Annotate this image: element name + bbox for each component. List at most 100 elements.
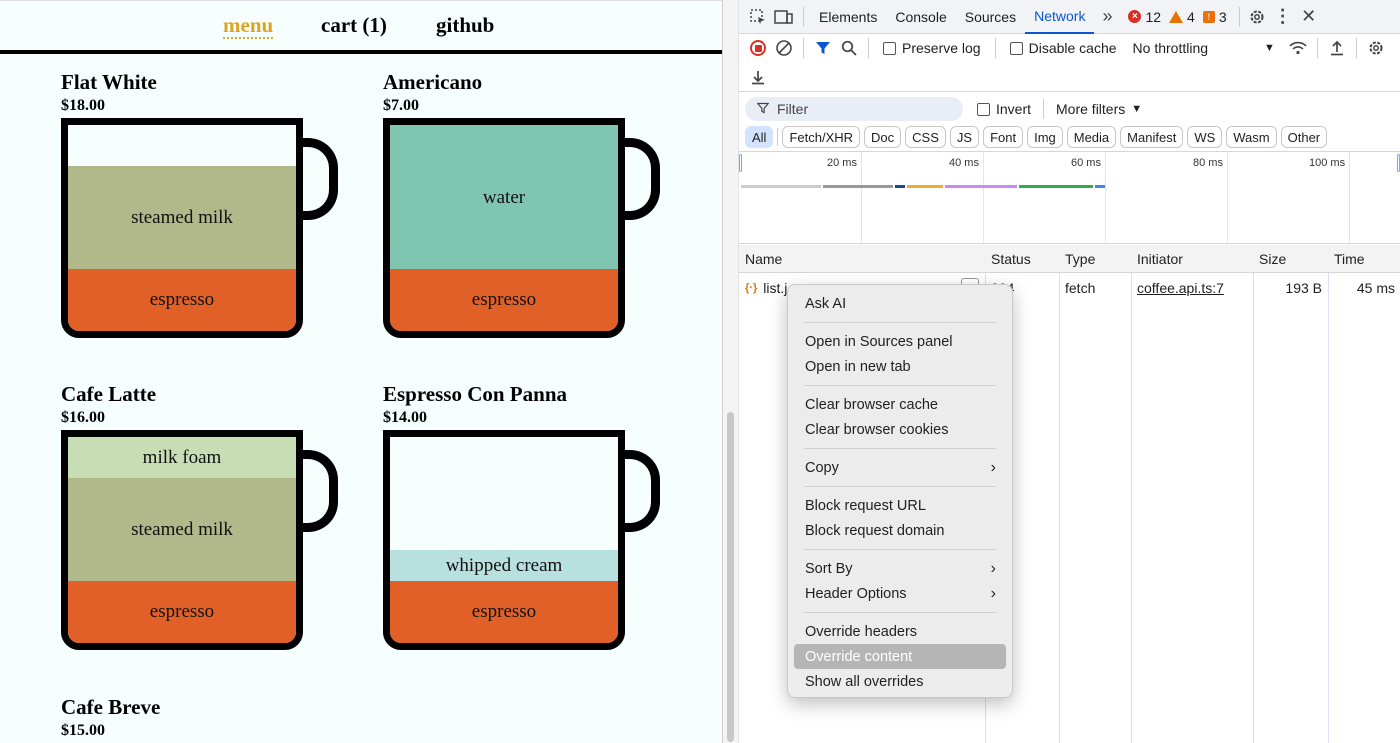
coffee-cup: steamed milk espresso — [61, 118, 303, 338]
menu-item-label: Show all overrides — [805, 673, 924, 690]
device-toolbar-icon[interactable] — [771, 5, 797, 29]
request-initiator-link[interactable]: coffee.api.ts:7 — [1137, 279, 1224, 296]
menu-item-label: Open in new tab — [805, 358, 911, 375]
error-counter[interactable]: ×12 — [1128, 9, 1161, 25]
type-filter-manifest[interactable]: Manifest — [1120, 126, 1184, 148]
more-tabs-icon[interactable]: » — [1102, 6, 1113, 26]
coffee-name: Espresso Con Panna — [383, 382, 567, 406]
disable-cache-checkbox[interactable]: Disable cache — [1009, 40, 1117, 56]
type-filter-wasm[interactable]: Wasm — [1226, 126, 1277, 148]
coffee-price: $14.00 — [383, 409, 427, 426]
page-scrollbar[interactable] — [723, 0, 739, 743]
invert-label: Invert — [996, 101, 1032, 117]
col-name-header[interactable]: Name — [745, 250, 783, 267]
stop-recording-icon[interactable] — [745, 36, 771, 60]
coffee-card[interactable]: Americano $7.00 water espresso — [383, 70, 683, 338]
espresso-layer: espresso — [68, 581, 296, 643]
menu-item-label: Open in Sources panel — [805, 333, 953, 350]
menu-item-override-headers[interactable]: Override headers — [794, 619, 1006, 644]
more-options-icon[interactable]: ⋮ — [1273, 6, 1292, 26]
issue-counter[interactable]: !3 — [1202, 9, 1227, 25]
coffee-name: Cafe Breve — [61, 695, 161, 719]
timeline-overview[interactable]: 20 ms 40 ms 60 ms 80 ms 100 ms — [739, 151, 1400, 244]
clear-log-icon[interactable] — [771, 36, 797, 60]
coffee-card[interactable]: Cafe Breve $15.00 — [61, 695, 361, 740]
nav-menu-link[interactable]: menu — [223, 13, 274, 37]
type-filter-fetch[interactable]: Fetch/XHR — [782, 126, 861, 148]
type-filter-js[interactable]: JS — [949, 126, 980, 148]
nav-github-link[interactable]: github — [436, 13, 495, 37]
timeline-bar — [741, 185, 821, 188]
type-filter-font[interactable]: Font — [983, 126, 1024, 148]
espresso-layer: espresso — [68, 269, 296, 331]
timeline-start-handle[interactable] — [739, 154, 742, 172]
throttling-select[interactable]: No throttling ▼ — [1133, 40, 1275, 56]
context-menu: Ask AI Open in Sources panel Open in new… — [787, 284, 1013, 698]
timeline-bar — [823, 185, 893, 188]
tab-console[interactable]: Console — [895, 8, 947, 25]
network-settings-gear-icon[interactable] — [1363, 36, 1389, 60]
coffee-card[interactable]: Espresso Con Panna $14.00 whipped cream … — [383, 382, 683, 650]
menu-item-label: Ask AI — [805, 295, 847, 312]
menu-item-show-all-overrides[interactable]: Show all overrides — [794, 669, 1006, 694]
search-icon[interactable] — [836, 36, 862, 60]
inspect-element-icon[interactable] — [745, 5, 771, 29]
top-nav: menu cart (1) github — [0, 1, 722, 54]
filter-funnel-icon[interactable] — [810, 36, 836, 60]
tab-elements[interactable]: Elements — [819, 8, 878, 25]
menu-separator — [804, 385, 996, 386]
coffee-cup: milk foam steamed milk espresso — [61, 430, 303, 650]
type-filter-media[interactable]: Media — [1066, 126, 1117, 148]
preserve-log-checkbox[interactable]: Preserve log — [883, 40, 981, 56]
more-filters-dropdown[interactable]: More filters ▼ — [1056, 101, 1142, 117]
type-filter-other[interactable]: Other — [1280, 126, 1328, 148]
menu-item-ask-ai[interactable]: Ask AI — [794, 291, 1006, 316]
nav-cart-link[interactable]: cart (1) — [321, 13, 387, 37]
col-size-header[interactable]: Size — [1259, 250, 1287, 267]
close-devtools-icon[interactable]: ✕ — [1301, 6, 1317, 26]
scrollbar-thumb[interactable] — [727, 412, 734, 742]
disable-cache-label: Disable cache — [1028, 40, 1117, 56]
export-har-icon[interactable] — [745, 65, 771, 89]
coffee-price: $18.00 — [61, 97, 105, 114]
coffee-card[interactable]: Flat White $18.00 steamed milk espresso — [61, 70, 361, 338]
type-filter-img[interactable]: Img — [1027, 126, 1063, 148]
filter-input[interactable]: Filter — [745, 97, 963, 121]
coffee-price: $7.00 — [383, 97, 419, 114]
type-filter-css[interactable]: CSS — [905, 126, 946, 148]
menu-item-clear-cookies[interactable]: Clear browser cookies — [794, 417, 1006, 442]
type-filter-ws[interactable]: WS — [1187, 126, 1223, 148]
chevron-right-icon: › — [990, 458, 996, 476]
preserve-log-label: Preserve log — [902, 40, 981, 56]
whipped-cream-layer: whipped cream — [390, 550, 618, 581]
menu-item-sort-by[interactable]: Sort By› — [794, 556, 1006, 581]
invert-checkbox[interactable]: Invert — [977, 101, 1031, 117]
tab-sources[interactable]: Sources — [964, 8, 1017, 25]
menu-item-copy[interactable]: Copy› — [794, 455, 1006, 480]
col-status-header[interactable]: Status — [991, 250, 1031, 267]
chevron-right-icon: › — [990, 559, 996, 577]
menu-item-header-options[interactable]: Header Options› — [794, 581, 1006, 606]
coffee-card[interactable]: Cafe Latte $16.00 milk foam steamed milk… — [61, 382, 361, 650]
col-type-header[interactable]: Type — [1065, 250, 1096, 267]
warning-counter[interactable]: 4 — [1169, 9, 1195, 25]
settings-gear-icon[interactable] — [1244, 5, 1270, 29]
coffee-app: menu cart (1) github Flat White $18.00 s… — [0, 0, 722, 740]
menu-item-clear-cache[interactable]: Clear browser cache — [794, 392, 1006, 417]
menu-item-override-content[interactable]: Override content — [794, 644, 1006, 669]
col-initiator-header[interactable]: Initiator — [1137, 250, 1183, 267]
col-time-header[interactable]: Time — [1334, 250, 1365, 267]
menu-item-open-in-sources[interactable]: Open in Sources panel — [794, 329, 1006, 354]
type-filter-doc[interactable]: Doc — [864, 126, 902, 148]
error-icon: × — [1128, 10, 1142, 23]
espresso-layer: espresso — [390, 581, 618, 643]
menu-item-label: Header Options — [805, 585, 907, 602]
menu-item-block-url[interactable]: Block request URL — [794, 493, 1006, 518]
menu-item-open-in-new-tab[interactable]: Open in new tab — [794, 354, 1006, 379]
network-conditions-icon[interactable] — [1285, 36, 1311, 60]
import-har-icon[interactable] — [1324, 36, 1350, 60]
tab-network[interactable]: Network — [1025, 0, 1095, 34]
menu-item-block-domain[interactable]: Block request domain — [794, 518, 1006, 543]
type-filter-all[interactable]: All — [745, 126, 774, 148]
timeline-bar — [1095, 185, 1105, 188]
